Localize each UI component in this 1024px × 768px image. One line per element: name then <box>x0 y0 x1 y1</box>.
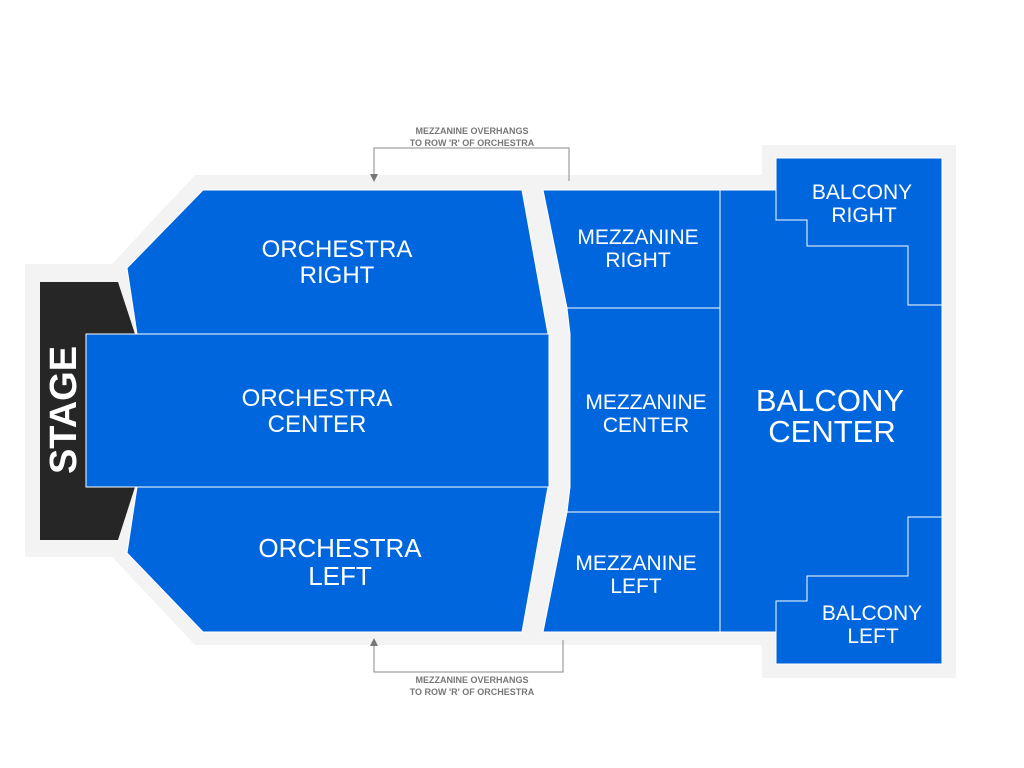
section-balcony-right[interactable]: BALCONY RIGHT <box>775 157 943 306</box>
balcony-left-label-1: BALCONY <box>822 602 922 625</box>
mezzanine-left-label-2: LEFT <box>610 575 662 598</box>
note-top-line-1: MEZZANINE OVERHANGS <box>415 126 528 136</box>
mezzanine-overhang-note-bottom: MEZZANINE OVERHANGS TO ROW 'R' OF ORCHES… <box>370 638 564 697</box>
mezzanine-center-label-2: CENTER <box>603 414 689 437</box>
arrow-up-icon <box>370 638 378 646</box>
mezzanine-overhang-note-top: MEZZANINE OVERHANGS TO ROW 'R' OF ORCHES… <box>370 126 570 182</box>
section-orchestra-center[interactable]: ORCHESTRA CENTER <box>85 333 550 488</box>
section-orchestra-right[interactable]: ORCHESTRA RIGHT <box>126 189 549 335</box>
orchestra-center-label-1: ORCHESTRA <box>242 385 393 412</box>
section-mezzanine-right[interactable]: MEZZANINE RIGHT <box>542 189 721 309</box>
stage-label: STAGE <box>43 346 85 474</box>
orchestra-center-label-2: CENTER <box>268 411 367 438</box>
arrow-down-icon <box>370 174 378 182</box>
balcony-center-label-1: BALCONY <box>756 383 904 418</box>
note-top-line-2: TO ROW 'R' OF ORCHESTRA <box>410 138 535 148</box>
section-balcony-left[interactable]: BALCONY LEFT <box>775 516 943 665</box>
balcony-right-label-2: RIGHT <box>831 204 897 227</box>
note-bottom-line-1: MEZZANINE OVERHANGS <box>415 675 528 685</box>
mezzanine-right-label-1: MEZZANINE <box>577 226 698 249</box>
section-balcony-center[interactable]: BALCONY CENTER <box>719 189 943 633</box>
mezzanine-center-label-1: MEZZANINE <box>585 391 706 414</box>
orchestra-right-label-2: RIGHT <box>300 262 375 289</box>
mezzanine-left-label-1: MEZZANINE <box>575 552 696 575</box>
section-mezzanine-left[interactable]: MEZZANINE LEFT <box>542 511 721 633</box>
mezzanine-right-label-2: RIGHT <box>605 249 671 272</box>
balcony-center-label-2: CENTER <box>768 414 895 449</box>
balcony-left-label-2: LEFT <box>847 625 899 648</box>
section-mezzanine-center[interactable]: MEZZANINE CENTER <box>566 307 721 513</box>
orchestra-right-label-1: ORCHESTRA <box>262 236 413 263</box>
section-orchestra-left[interactable]: ORCHESTRA LEFT <box>126 486 549 633</box>
balcony-right-label-1: BALCONY <box>812 181 912 204</box>
note-bottom-line-2: TO ROW 'R' OF ORCHESTRA <box>410 687 535 697</box>
orchestra-left-label-1: ORCHESTRA <box>258 533 422 563</box>
orchestra-left-label-2: LEFT <box>308 561 372 591</box>
